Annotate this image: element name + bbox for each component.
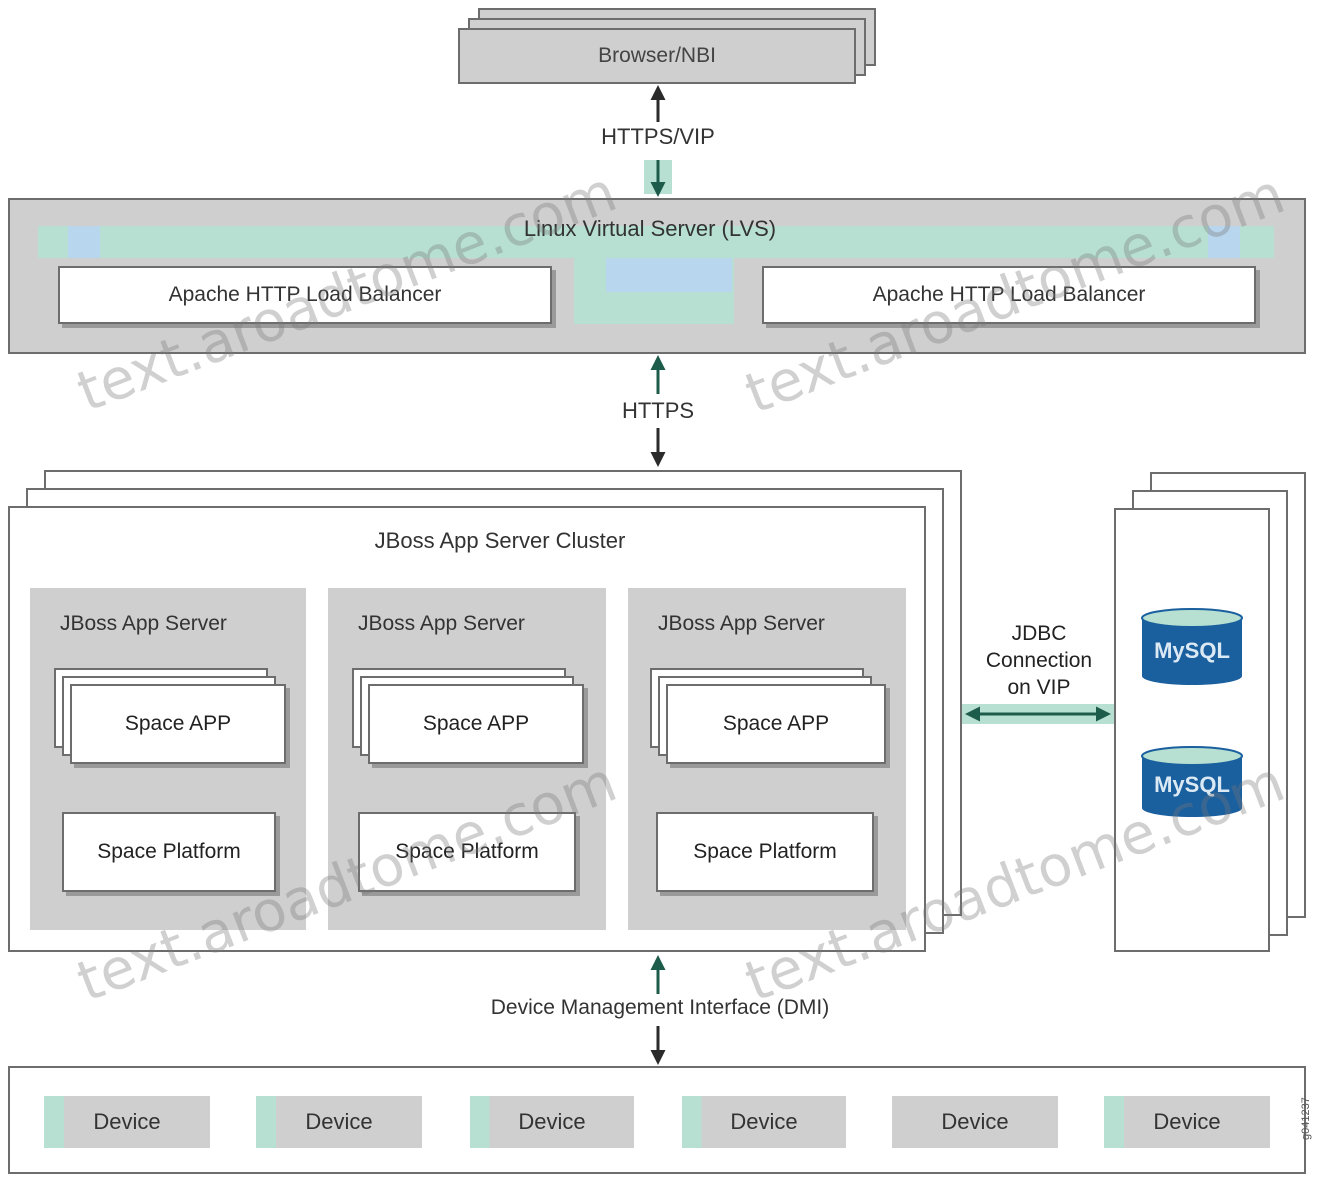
load-balancer-right-label: Apache HTTP Load Balancer	[872, 283, 1146, 306]
lvs-teal-band	[38, 226, 1274, 258]
device-6-label: Device	[1153, 1109, 1221, 1134]
jdbc-teal-band	[962, 704, 1114, 724]
load-balancer-left: Apache HTTP Load Balancer	[58, 266, 552, 324]
space-app-3-label: Space APP	[722, 712, 830, 735]
lvs-blue-center	[606, 258, 732, 292]
device-1: Device	[44, 1096, 210, 1148]
space-app-1-label: Space APP	[124, 712, 232, 735]
space-platform-2: Space Platform	[358, 812, 576, 892]
space-app-2-label: Space APP	[422, 712, 530, 735]
space-app-1: Space APP	[70, 684, 286, 764]
device-3-label: Device	[518, 1109, 586, 1134]
space-platform-1: Space Platform	[62, 812, 276, 892]
devices-box	[8, 1066, 1306, 1174]
app-server-1-title: JBoss App Server	[60, 612, 227, 635]
device-1-label: Device	[93, 1109, 161, 1134]
app-server-2-title: JBoss App Server	[358, 612, 525, 635]
lvs-blue-right	[1208, 226, 1240, 258]
mysql-db-2-label: MySQL	[1154, 772, 1230, 797]
space-platform-2-label: Space Platform	[395, 840, 539, 863]
jdbc-line-3: on VIP	[1007, 675, 1071, 699]
browser-nbi-label: Browser/NBI	[598, 44, 716, 67]
jdbc-label: JDBC Connection on VIP	[964, 618, 1114, 702]
https-label: HTTPS	[621, 398, 695, 423]
device-2-label: Device	[305, 1109, 373, 1134]
lvs-blue-left	[68, 226, 100, 258]
device-4: Device	[682, 1096, 846, 1148]
space-platform-3: Space Platform	[656, 812, 874, 892]
device-5: Device	[892, 1096, 1058, 1148]
jdbc-line-1: JDBC	[1011, 621, 1067, 645]
browser-nbi-box: Browser/NBI	[458, 28, 856, 84]
device-4-label: Device	[730, 1109, 798, 1134]
lvs-title: Linux Virtual Server (LVS)	[523, 216, 777, 241]
device-2: Device	[256, 1096, 422, 1148]
figure-id: g041237	[1300, 1097, 1312, 1140]
space-app-3: Space APP	[666, 684, 886, 764]
space-platform-3-label: Space Platform	[693, 840, 837, 863]
load-balancer-right: Apache HTTP Load Balancer	[762, 266, 1256, 324]
dmi-label: Device Management Interface (DMI)	[490, 996, 830, 1019]
device-6: Device	[1104, 1096, 1270, 1148]
cluster-title: JBoss App Server Cluster	[374, 528, 626, 553]
https-vip-label: HTTPS/VIP	[601, 124, 715, 149]
space-platform-1-label: Space Platform	[97, 840, 241, 863]
space-app-2: Space APP	[368, 684, 584, 764]
device-5-label: Device	[941, 1109, 1009, 1134]
jdbc-line-2: Connection	[985, 648, 1093, 672]
device-3: Device	[470, 1096, 634, 1148]
load-balancer-left-label: Apache HTTP Load Balancer	[168, 283, 442, 306]
app-server-3-title: JBoss App Server	[658, 612, 825, 635]
db-box	[1114, 508, 1270, 952]
mysql-db-1-label: MySQL	[1154, 638, 1230, 663]
